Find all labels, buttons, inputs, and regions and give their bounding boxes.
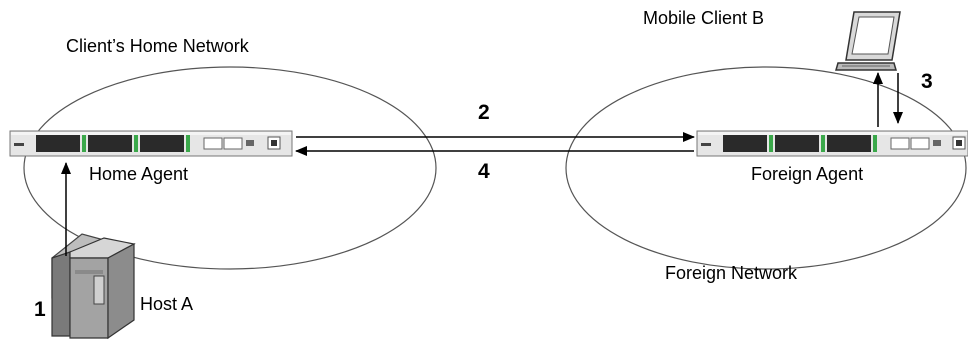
home-agent-label: Home Agent: [89, 164, 189, 184]
foreign-network-label: Foreign Network: [665, 263, 798, 283]
foreign-network-ellipse: [565, 66, 967, 270]
step-4-number: 4: [478, 160, 490, 183]
home-agent-router-icon: [9, 130, 293, 157]
step-2-number: 2: [478, 101, 490, 124]
step-1-number: 1: [34, 298, 46, 321]
server-tower-icon: [51, 233, 136, 340]
mobile-client-label: Mobile Client B: [643, 8, 765, 28]
home-network-ellipse: [23, 66, 437, 270]
foreign-agent-label: Foreign Agent: [751, 164, 864, 184]
host-label: Host A: [140, 294, 194, 314]
laptop-icon: [835, 11, 901, 71]
step-3-number: 3: [921, 70, 933, 93]
foreign-agent-router-icon: [696, 130, 968, 157]
home-network-label: Client’s Home Network: [66, 36, 249, 56]
